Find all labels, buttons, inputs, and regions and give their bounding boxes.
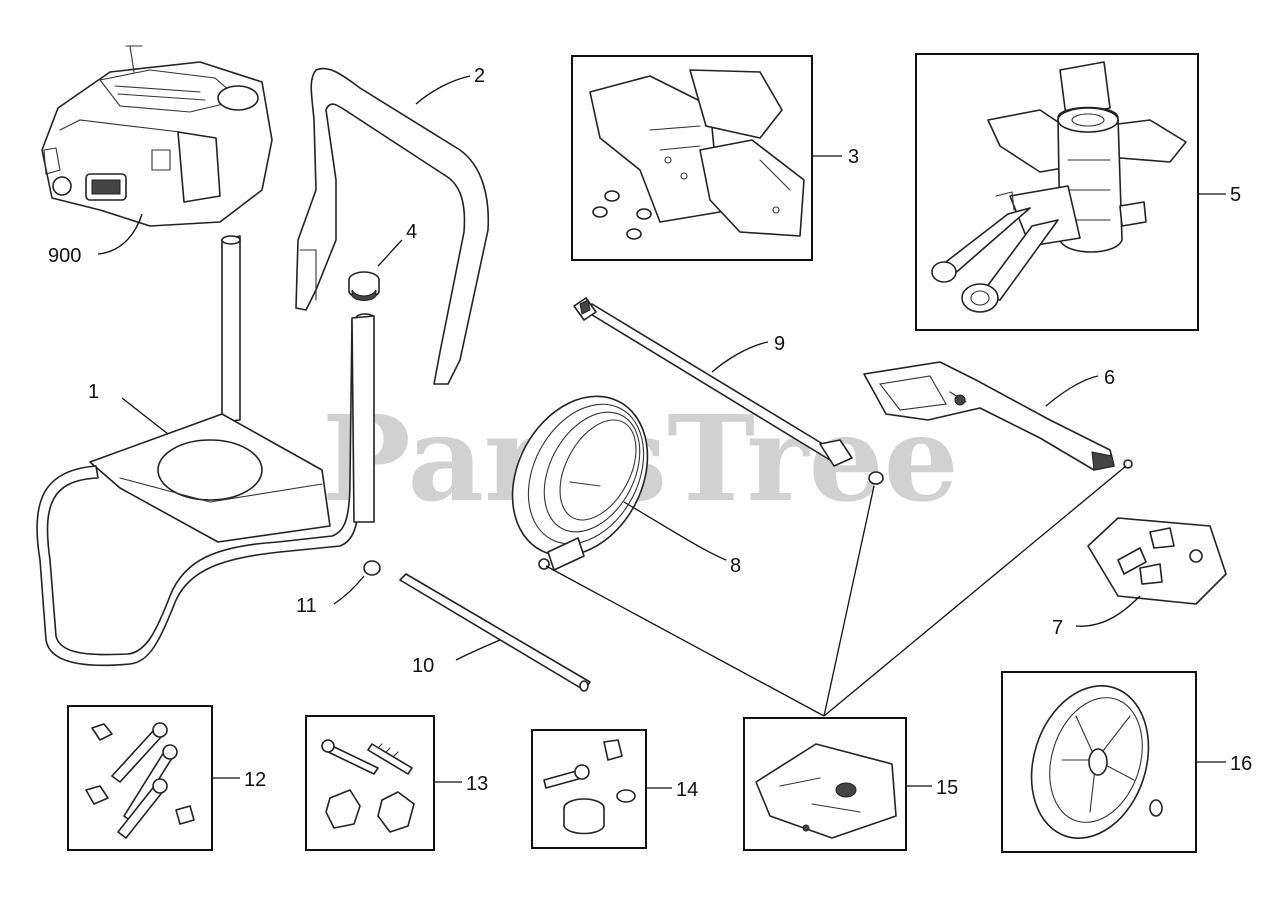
callout-11: 11 <box>296 595 317 617</box>
leader-15b <box>823 485 875 717</box>
callout-4: 4 <box>406 221 417 243</box>
callout-1: 1 <box>88 381 99 403</box>
callout-8: 8 <box>730 555 741 577</box>
leader-900 <box>97 213 143 255</box>
part-handle[interactable] <box>295 67 490 385</box>
leader-2 <box>415 75 471 105</box>
leader-1 <box>121 397 169 435</box>
part-nozzle-kit[interactable] <box>1087 517 1227 605</box>
leader-15c <box>823 465 1127 717</box>
part-o-ring[interactable] <box>363 560 381 576</box>
callout-15: 15 <box>936 777 958 799</box>
callout-6: 6 <box>1104 367 1115 389</box>
kit-box-12[interactable] <box>67 705 213 851</box>
kit-box-13[interactable] <box>305 715 435 851</box>
callout-9: 9 <box>774 333 785 355</box>
kit-box-3[interactable] <box>571 55 813 261</box>
callout-3: 3 <box>848 146 859 168</box>
kit-box-16[interactable] <box>1001 671 1197 854</box>
leader-6 <box>1045 375 1099 407</box>
part-hose[interactable] <box>486 373 674 580</box>
callout-16: 16 <box>1230 753 1252 775</box>
leader-8 <box>623 501 727 561</box>
callout-10: 10 <box>412 655 434 677</box>
leader-9 <box>711 341 769 373</box>
part-wand[interactable] <box>573 297 853 467</box>
leader-4 <box>377 239 403 267</box>
callout-2: 2 <box>474 65 485 87</box>
callout-7: 7 <box>1052 617 1063 639</box>
part-o-ring-wand[interactable] <box>868 471 884 485</box>
part-engine[interactable] <box>41 45 273 227</box>
leader-11 <box>333 575 365 605</box>
part-spray-gun[interactable] <box>863 361 1133 471</box>
leader-7 <box>1075 595 1141 627</box>
part-cap[interactable] <box>348 271 380 301</box>
callout-5: 5 <box>1230 184 1241 206</box>
kit-box-5[interactable] <box>915 53 1199 331</box>
callout-900: 900 <box>48 245 81 267</box>
leader-10 <box>455 639 501 661</box>
callout-13: 13 <box>466 773 488 795</box>
kit-box-14[interactable] <box>531 729 647 849</box>
kit-box-15[interactable] <box>743 717 907 851</box>
callout-12: 12 <box>244 769 266 791</box>
callout-14: 14 <box>676 779 698 801</box>
leader-15a <box>545 565 825 717</box>
part-axle[interactable] <box>399 573 591 692</box>
part-frame[interactable] <box>36 235 375 667</box>
